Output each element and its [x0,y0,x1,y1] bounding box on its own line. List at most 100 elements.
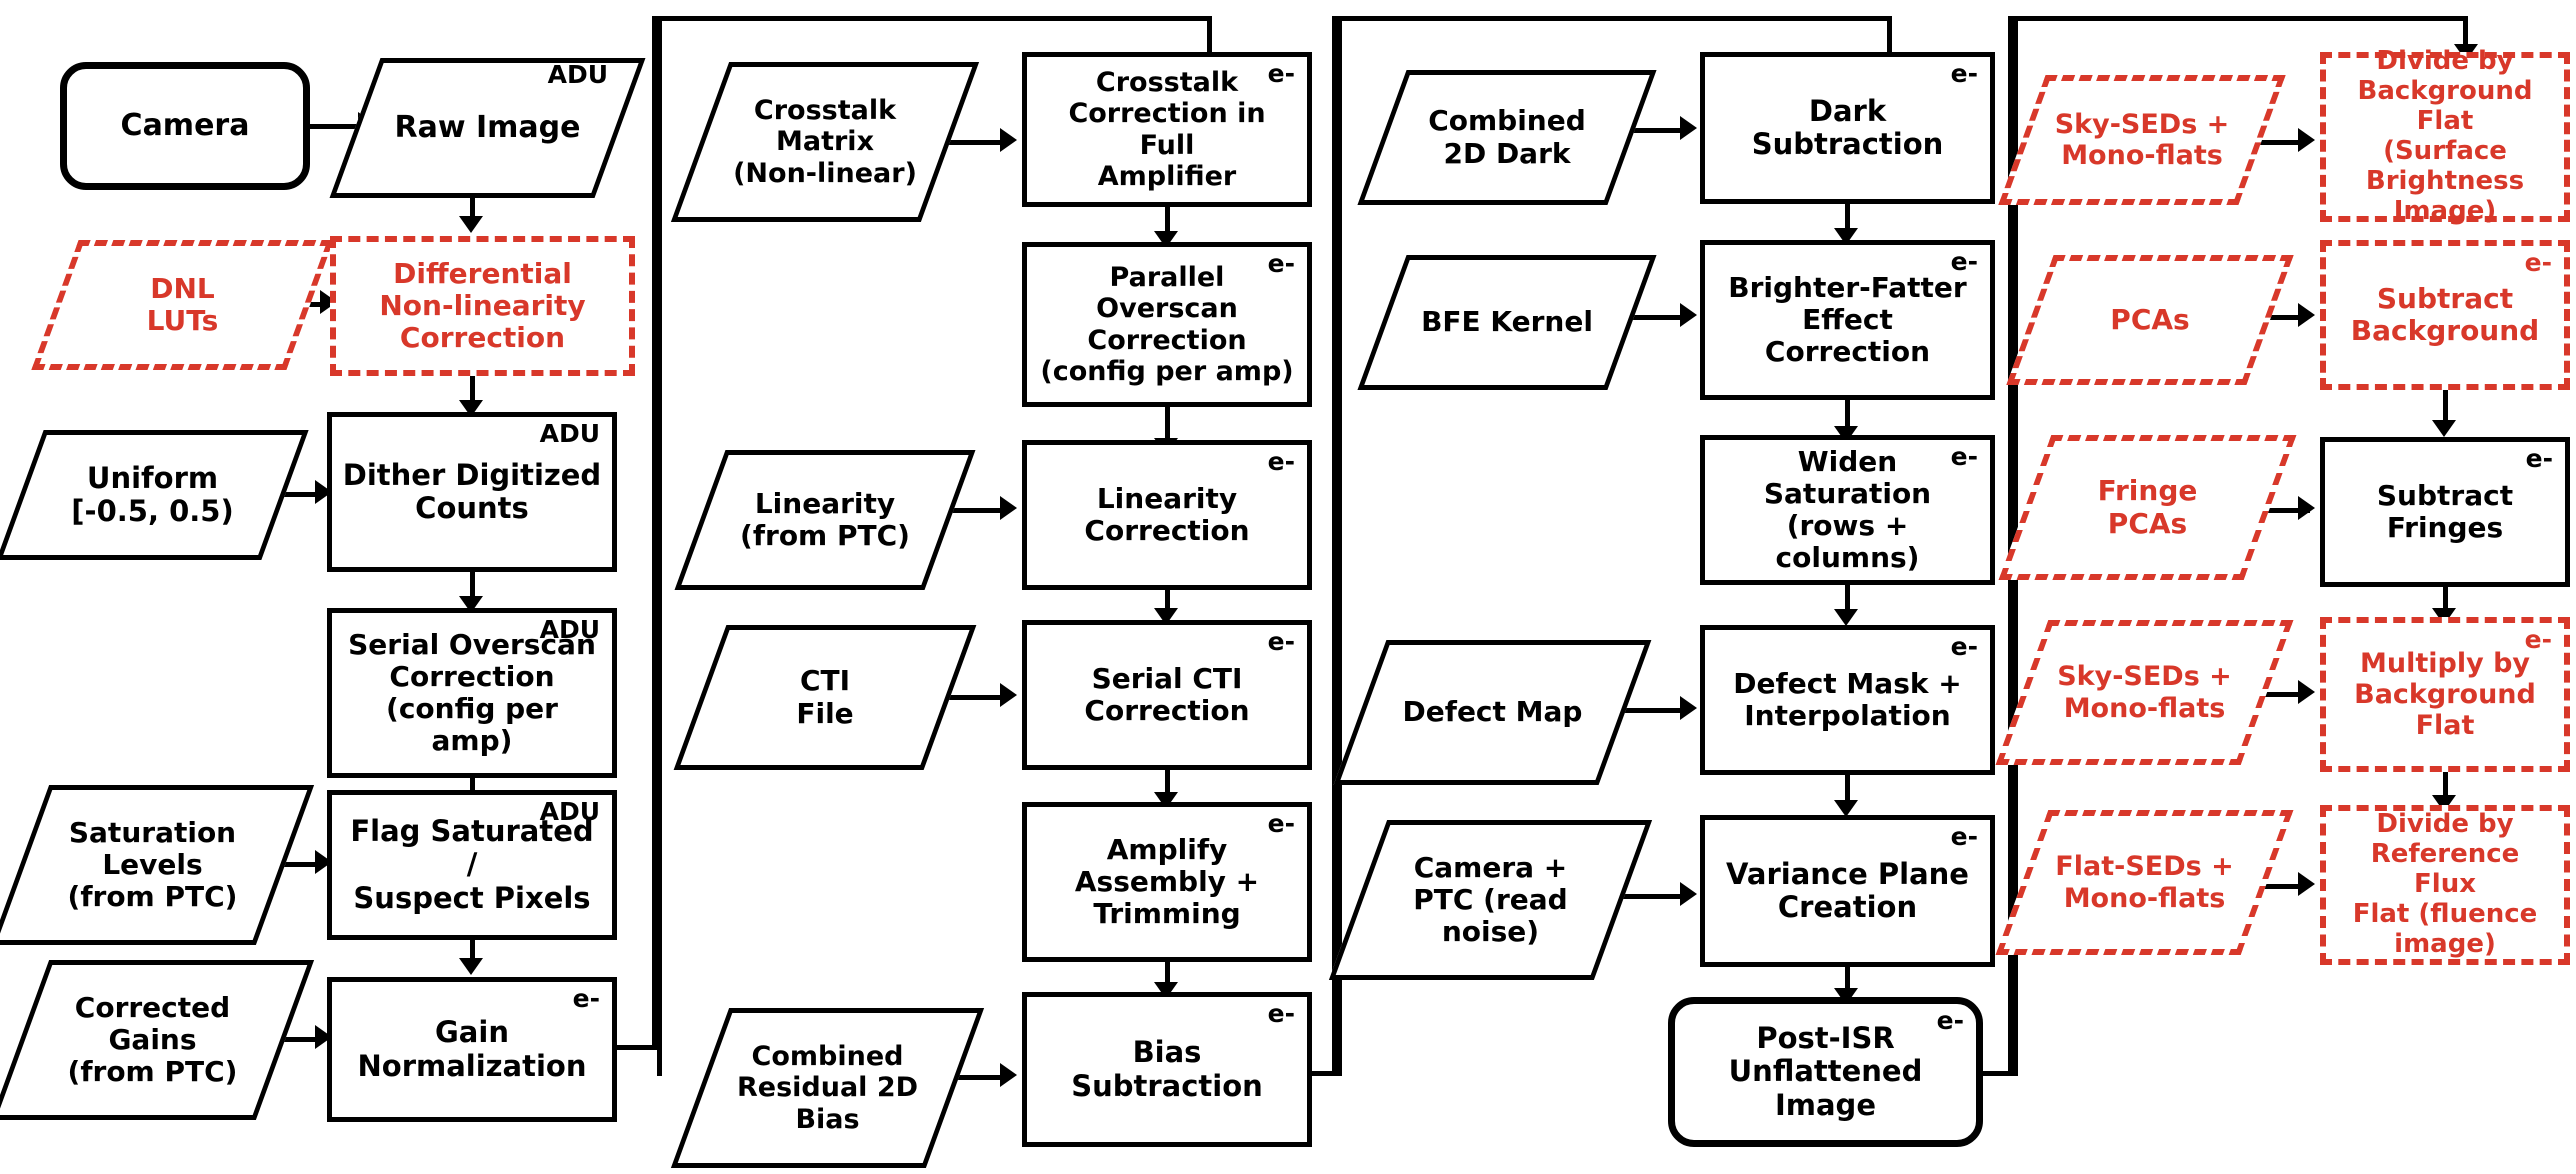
arrowhead-sky-seds-1-to-divide-flat [2298,128,2315,152]
spine-col2-in-v [1207,16,1212,58]
spine-col1-to-col2-h [652,16,1212,21]
node-bias-subtraction[interactable]: e- Bias Subtraction [1022,992,1312,1147]
edge-linearity-input-to-corr [925,508,1010,513]
node-crosstalk-matrix[interactable]: Crosstalk Matrix (Non-linear) [670,62,980,222]
node-linearity-correction[interactable]: e- Linearity Correction [1022,440,1312,590]
node-linearity-corr-label: Linearity Correction [1084,481,1250,547]
node-serial-cti-label: Serial CTI Correction [1084,661,1250,727]
edge-multiply-to-divide-reference [2443,772,2448,802]
node-dark-subtraction[interactable]: e- Dark Subtraction [1700,52,1995,204]
edge-serial-cti-to-amplify [1165,770,1170,798]
node-amplify-assembly-trimming[interactable]: e- Amplify Assembly + Trimming [1022,802,1312,962]
node-raw-image[interactable]: ADU Raw Image [329,58,646,198]
node-flat-seds-mono-flats[interactable]: Flat-SEDs + Mono-flats [1995,810,2294,955]
node-subtract-background-label: Subtract Background [2350,281,2540,347]
node-serial-overscan-unit: ADU [539,615,600,644]
node-variance-plane-creation[interactable]: e- Variance Plane Creation [1700,815,1995,967]
node-dither-digitized-counts[interactable]: ADU Dither Digitized Counts [327,412,617,572]
node-corrected-gains[interactable]: Corrected Gains (from PTC) [0,960,315,1120]
arrowhead-defect-map-to-defect-mask [1680,696,1697,720]
node-sky-seds-mono-flats-1[interactable]: Sky-SEDs + Mono-flats [1998,75,2286,205]
edge-subtract-background-to-fringes [2443,390,2448,426]
node-camera-ptc-read-noise[interactable]: Camera + PTC (read noise) [1328,820,1653,980]
node-post-isr-unflattened-image[interactable]: e- Post-ISR Unflattened Image [1668,997,1983,1147]
node-subtract-background-unit: e- [2524,248,2552,277]
spine-col1-out-h [617,1045,657,1050]
arrowhead-linearity-input-to-corr [1000,496,1017,520]
node-gain-norm-unit: e- [572,984,600,1013]
spine-col2-out-v [1332,16,1337,1076]
edge-defect-map-to-defect-mask [1600,708,1690,713]
node-bfe-kernel[interactable]: BFE Kernel [1357,255,1657,390]
node-raw-image-unit: ADU [547,60,608,89]
edge-camera-to-raw [310,124,362,129]
node-combined-2d-dark-label: Combined 2D Dark [1428,104,1586,170]
node-cti-file[interactable]: CTI File [673,625,977,770]
node-subtract-background[interactable]: e- Subtract Background [2320,240,2570,390]
node-crosstalk-correction-in-full-amplifier[interactable]: e- Crosstalk Correction in Full Amplifie… [1022,52,1312,207]
node-raw-image-label: Raw Image [394,109,581,145]
node-sky-seds-mono-flats-2[interactable]: Sky-SEDs + Mono-flats [1995,620,2294,765]
node-camera-label: Camera [120,107,250,143]
node-pcas[interactable]: PCAs [2006,255,2294,385]
node-dnl-luts[interactable]: DNL LUTs [31,240,334,370]
node-widen-saturation[interactable]: e- Widen Saturation (rows + columns) [1700,435,1995,585]
node-flag-label: Flag Saturated / Suspect Pixels [350,813,594,915]
node-sky-seds-2-label: Sky-SEDs + Mono-flats [2057,661,2232,724]
arrowhead-fringe-pcas-to-subtract-fringes [2298,496,2315,520]
node-linearity-from-ptc[interactable]: Linearity (from PTC) [674,450,976,590]
node-camera[interactable]: Camera [60,62,310,190]
arrowhead-raw-to-dnl-correction [459,216,483,233]
node-brighter-fatter-effect-correction[interactable]: e- Brighter-Fatter Effect Correction [1700,240,1995,400]
node-parallel-overscan-correction[interactable]: e- Parallel Overscan Correction (config … [1022,242,1312,407]
arrowhead-widen-to-defect [1834,609,1858,626]
node-bias-sub-label: Bias Subtraction [1071,1035,1263,1103]
node-dark-sub-label: Dark Subtraction [1751,93,1944,161]
node-divide-reference-label: Divide by Reference Flux Flat (fluence i… [2352,809,2538,959]
node-crosstalk-corr-label: Crosstalk Correction in Full Amplifier [1068,67,1266,192]
node-serial-cti-correction[interactable]: e- Serial CTI Correction [1022,620,1312,770]
node-subtract-fringes[interactable]: e- Subtract Fringes [2320,437,2570,587]
node-combined-2d-dark[interactable]: Combined 2D Dark [1357,70,1657,205]
node-divide-by-reference-flux-flat[interactable]: Divide by Reference Flux Flat (fluence i… [2320,805,2570,965]
node-variance-label: Variance Plane Creation [1726,856,1969,924]
node-corrected-gains-label: Corrected Gains (from PTC) [67,990,238,1089]
node-divide-by-background-flat[interactable]: Divide by Background Flat (Surface Brigh… [2320,46,2570,226]
edge-camera-ptc-to-variance [1600,894,1690,899]
node-serial-overscan-label: Serial Overscan Correction (config per a… [348,627,596,758]
node-dnl-correction-label: Differential Non-linearity Correction [379,256,586,355]
edge-bfe-to-bfe-corr [1608,315,1688,320]
arrowhead-flag-to-gain [459,958,483,975]
node-camera-ptc-label: Camera + PTC (read noise) [1413,850,1568,949]
node-post-isr-label: Post-ISR Unflattened Image [1728,1020,1923,1122]
node-saturation-levels[interactable]: Saturation Levels (from PTC) [0,785,315,945]
node-gain-normalization[interactable]: e- Gain Normalization [327,977,617,1122]
node-divide-flat-label: Divide by Background Flat (Surface Brigh… [2357,46,2533,226]
node-uniform-dither[interactable]: Uniform [-0.5, 0.5) [0,430,309,560]
edge-bias-input-to-bias-sub [930,1075,1010,1080]
node-serial-overscan-correction[interactable]: ADU Serial Overscan Correction (config p… [327,608,617,778]
node-flag-saturated-suspect-pixels[interactable]: ADU Flag Saturated / Suspect Pixels [327,790,617,940]
edge-flag-to-gain [470,940,475,964]
node-defect-map[interactable]: Defect Map [1333,640,1652,785]
spine-col2-out-h [1312,1071,1337,1076]
edge-dither-to-serial-overscan [470,572,475,602]
edge-dark-to-bfe [1845,204,1850,234]
node-differential-non-linearity-correction[interactable]: Differential Non-linearity Correction [330,236,635,376]
arrowhead-flat-seds-to-divide-reference [2298,872,2315,896]
node-bfe-kernel-label: BFE Kernel [1421,305,1593,339]
edge-amplify-to-bias [1165,962,1170,988]
node-amplify-unit: e- [1267,809,1295,838]
node-serial-cti-unit: e- [1267,627,1295,656]
node-post-isr-unit: e- [1936,1006,1964,1035]
node-defect-mask-interpolation[interactable]: e- Defect Mask + Interpolation [1700,625,1995,775]
node-combined-residual-2d-bias[interactable]: Combined Residual 2D Bias [670,1008,985,1168]
node-widen-label: Widen Saturation (rows + columns) [1763,444,1932,575]
node-multiply-by-background-flat[interactable]: e- Multiply by Background Flat [2320,617,2570,772]
node-multiply-flat-label: Multiply by Background Flat [2354,647,2536,742]
node-bfe-corr-unit: e- [1950,247,1978,276]
edge-dnl-to-dither [470,376,475,406]
edge-dark-input-to-dark-sub [1608,128,1688,133]
node-fringe-pcas[interactable]: Fringe PCAs [1998,435,2297,580]
node-defect-mask-label: Defect Mask + Interpolation [1733,666,1962,732]
